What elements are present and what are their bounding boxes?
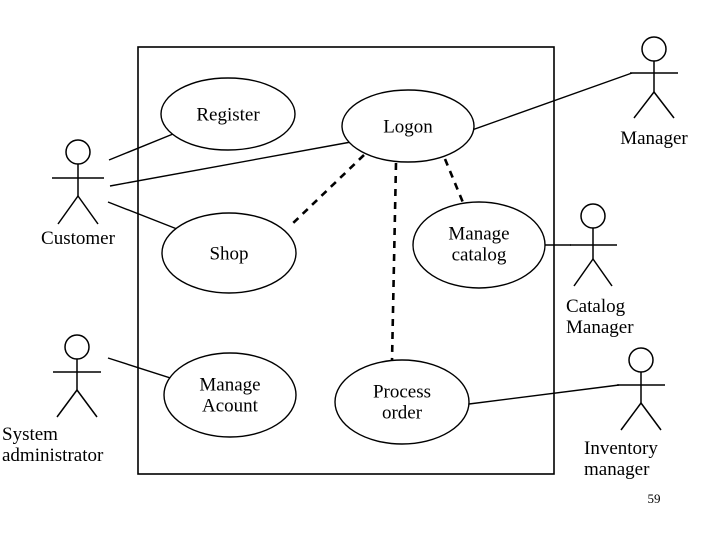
actor-head-catalog-manager: [580, 203, 606, 229]
actor-head-manager: [641, 36, 667, 62]
actor-head-inventory-manager: [628, 347, 654, 373]
actor-leg-left-inventory-manager: [620, 402, 642, 431]
assoc-customer-register: [108, 133, 174, 161]
actor-figure-inventory-manager[interactable]: [617, 347, 665, 431]
association-lines: [107, 72, 633, 405]
actor-leg-left-catalog-manager: [573, 258, 594, 287]
actor-figure-manager[interactable]: [630, 36, 678, 119]
actor-leg-right-system-administrator: [76, 389, 98, 418]
actor-leg-left-system-administrator: [56, 389, 78, 418]
actor-figures: [52, 36, 678, 431]
use-case-process-order[interactable]: [334, 359, 470, 445]
actor-head-customer: [65, 139, 91, 165]
use-case-register[interactable]: [160, 77, 296, 151]
system-boundary-box: [137, 46, 555, 475]
assoc-customer-shop: [107, 201, 178, 230]
actor-leg-right-manager: [653, 91, 675, 119]
use-case-manage-catalog[interactable]: [412, 201, 546, 289]
dependency-lines: [288, 154, 466, 362]
dep-logon-shop: [288, 154, 365, 228]
actor-leg-right-catalog-manager: [592, 258, 613, 287]
actor-leg-right-customer: [77, 195, 99, 225]
use-case-shapes: [160, 77, 546, 445]
assoc-inventory-manager-process-order: [468, 384, 620, 405]
actor-leg-left-customer: [57, 195, 79, 225]
dep-logon-manage-catalog: [443, 158, 466, 206]
actor-leg-right-inventory-manager: [640, 402, 662, 431]
use-case-shop[interactable]: [161, 212, 297, 294]
actor-head-system-administrator: [64, 334, 90, 360]
actor-figure-catalog-manager[interactable]: [570, 203, 617, 287]
use-case-manage-acount[interactable]: [163, 352, 297, 438]
assoc-customer-logon: [109, 141, 352, 187]
actor-figure-customer[interactable]: [52, 139, 104, 225]
actor-leg-left-manager: [633, 91, 655, 119]
use-case-logon[interactable]: [341, 89, 475, 163]
assoc-manager-logon: [471, 72, 633, 131]
actor-figure-system-administrator[interactable]: [53, 334, 101, 418]
dep-logon-process-order: [390, 162, 398, 362]
